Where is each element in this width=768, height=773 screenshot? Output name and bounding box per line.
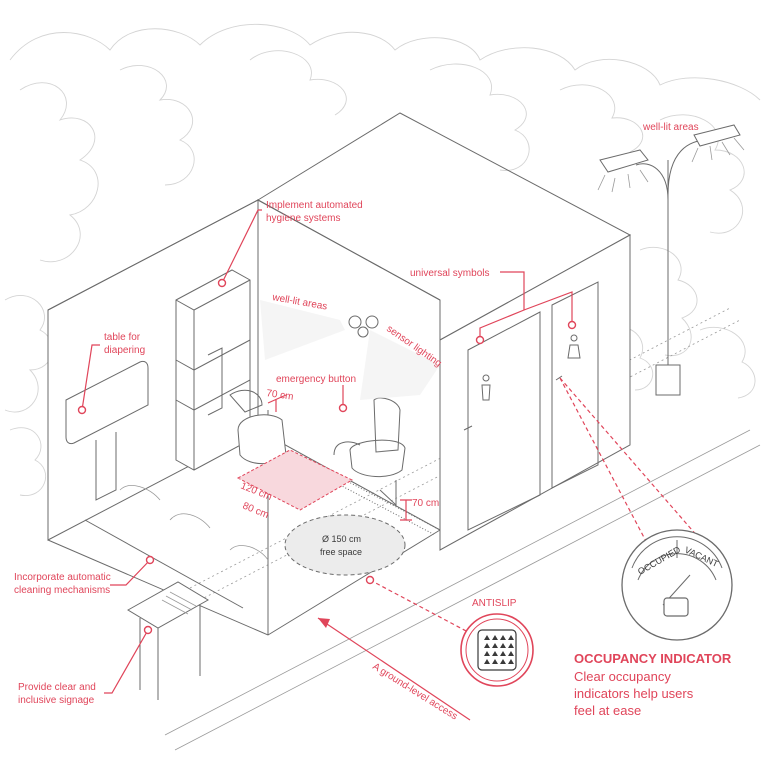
label-dim-70-top: 70 cm: [266, 388, 295, 403]
occupancy-text-line1: Clear occupancy: [574, 669, 671, 684]
label-hygiene-line2: hygiene systems: [266, 213, 340, 224]
label-dim-80: 80 cm: [241, 501, 270, 521]
occupancy-text-line3: feel at ease: [574, 703, 641, 718]
label-cleaning-line2: cleaning mechanisms: [14, 585, 110, 596]
label-free-space-line2: free space: [320, 547, 362, 557]
label-dim-70-side: 70 cm: [412, 498, 439, 509]
occupancy-dial: [621, 529, 733, 641]
callout-dots: [77, 278, 577, 635]
occupancy-text-line2: indicators help users: [574, 686, 694, 701]
label-universal-symbols: universal symbols: [410, 268, 489, 279]
label-signage-line1: Provide clear and: [18, 682, 96, 693]
label-cleaning-line1: Incorporate automatic: [14, 572, 111, 583]
interior-fixtures: [65, 269, 441, 609]
label-ground-level-access: A ground-level access: [370, 661, 459, 722]
label-well-lit-outdoor: well-lit areas: [642, 122, 699, 133]
free-space-circle: [284, 514, 406, 576]
floor-zones: [236, 449, 406, 576]
label-hygiene-line1: Implement automated: [266, 200, 363, 211]
door-symbols: [481, 334, 581, 401]
person-dress-icon: [567, 334, 581, 359]
antislip-badge: [460, 613, 534, 687]
street-lamp: [597, 124, 745, 396]
label-table-line1: table for: [104, 332, 141, 343]
label-antislip: ANTISLIP: [472, 598, 517, 609]
label-emergency-button: emergency button: [276, 374, 356, 385]
signage-stand: [127, 581, 209, 700]
label-signage-line2: inclusive signage: [18, 695, 95, 706]
label-free-space-line1: Ø 150 cm: [322, 534, 361, 544]
person-icon: [481, 374, 491, 401]
label-table-line2: diapering: [104, 345, 145, 356]
occupancy-title: OCCUPANCY INDICATOR: [574, 651, 732, 666]
antislip-pattern-icon: [484, 635, 514, 664]
callout-lines: [81, 209, 706, 721]
